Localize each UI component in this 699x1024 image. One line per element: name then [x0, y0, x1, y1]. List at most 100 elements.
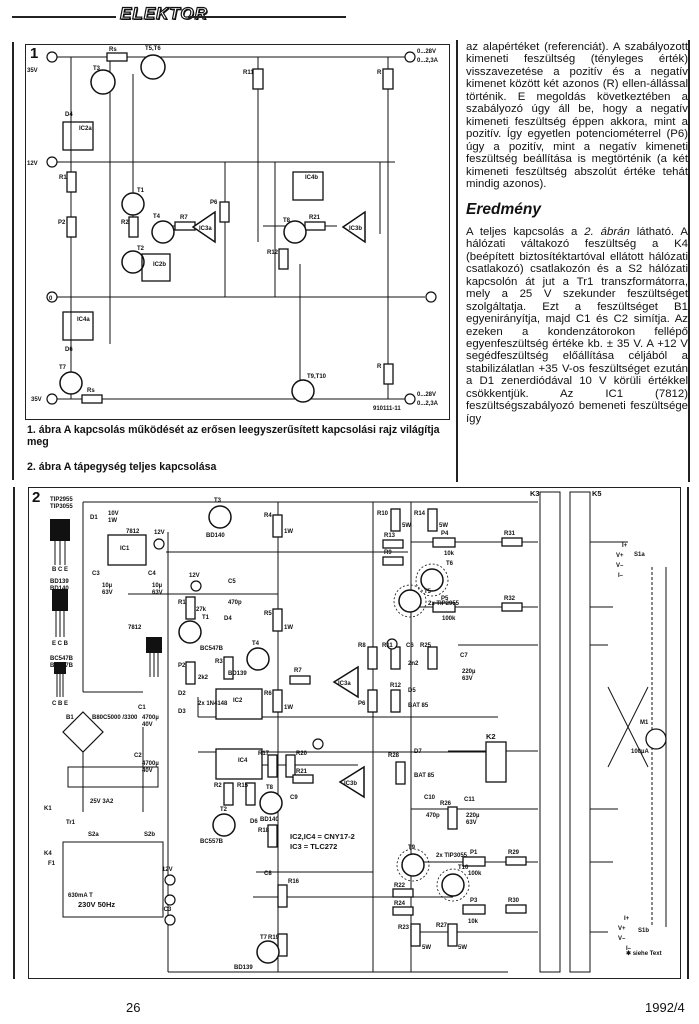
fig2-label-ic1-type: 7812 [126, 529, 140, 535]
fig2-r22 [392, 888, 414, 898]
fig2-bc-package [54, 662, 66, 674]
fig2-label-d1v: 10V [108, 511, 119, 517]
fig2-7812-package [146, 637, 162, 653]
fig2-label-r22: R22 [394, 883, 406, 889]
fig2-label-r18: R18 [258, 828, 270, 834]
fig2-label-p3v: 10k [468, 919, 479, 925]
fig2-r25 [427, 646, 438, 670]
fig2-label-r26: R26 [440, 801, 452, 807]
fig2-label-c2vv: 40V [142, 768, 153, 774]
fig2-label-c7: C7 [460, 653, 468, 659]
fig1-p6 [219, 201, 230, 223]
fig1-label-r-bot: R [377, 364, 382, 370]
right-margin-rule-2 [687, 487, 689, 979]
fig2-label-t8: T8 [266, 785, 274, 791]
fig2-label-c2: C2 [134, 753, 142, 759]
fig1-r21 [304, 221, 326, 231]
fig1-label-ic3a: IC3a [199, 226, 212, 232]
fig2-r6 [272, 689, 283, 713]
figure-reference: 2. ábrán [584, 225, 630, 238]
fig1-label-t7: T7 [59, 365, 67, 371]
fig2-label-c6: C6 [406, 643, 414, 649]
fig2-r15 [245, 782, 256, 806]
fig2-label-r11: R11 [382, 643, 393, 649]
fig2-label-r9: R9 [384, 550, 392, 556]
fig2-label-c9: C9 [290, 795, 298, 801]
fig2-label-s1b-vpos: V+ [618, 926, 626, 932]
fig2-bd-package [52, 589, 68, 611]
fig2-label-m1: M1 [640, 720, 649, 726]
fig1-r2 [128, 216, 139, 238]
fig2-label-p2v: 2k2 [198, 675, 209, 681]
fig2-label-c1: C1 [138, 705, 146, 711]
fig2-label-c11vv: 63V [466, 820, 477, 826]
right-margin-rule [688, 40, 690, 482]
fig1-label-r7: R7 [180, 215, 188, 221]
fig2-label-ic3: IC3 [162, 907, 172, 913]
fig2-r7 [289, 675, 311, 685]
right-text-rule [456, 40, 458, 482]
fig1-label-ic4b: IC4b [305, 175, 318, 181]
fig1-r-top [382, 68, 394, 90]
fig2-t9 [401, 853, 425, 877]
fig2-label-r4w: 1W [284, 529, 293, 535]
fig1-terminal-35v-neg [46, 393, 58, 405]
fig2-r20 [285, 754, 296, 778]
fig2-p4 [432, 537, 456, 548]
paragraph-2-start: A teljes kapcsolás a [466, 225, 585, 238]
fig1-terminal-out-pos [404, 51, 416, 63]
fig1-label-ic3b: IC3b [349, 226, 362, 232]
fig2-label-r21: R21 [296, 769, 308, 775]
figure-2-frame [28, 487, 681, 979]
figure-2-caption: 2. ábra A tápegység teljes kapcsolása [27, 461, 217, 473]
fig2-r26 [447, 806, 458, 830]
fig2-label-p5: P5 [441, 596, 449, 602]
fig1-label-r12: R12 [267, 250, 279, 256]
fig1-label-t8: T8 [283, 218, 291, 224]
fig2-r17 [267, 754, 278, 778]
fig2-label-r17: R17 [258, 751, 270, 757]
fig2-label-bc-b: BC557B [50, 663, 74, 669]
fig2-label-k2: K2 [486, 732, 496, 741]
fig1-label-r21: R21 [309, 215, 321, 221]
fig2-r28 [395, 761, 406, 785]
fig2-label-t9: T9 [408, 845, 416, 851]
fig2-ic3a [332, 665, 359, 699]
fig2-label-reg-package: 7812 [128, 625, 142, 631]
fig1-label-ic2a: IC2a [79, 126, 92, 132]
fig1-label-r2: R2 [121, 220, 129, 226]
fig2-label-r29: R29 [508, 850, 520, 856]
fig2-m1-meter [645, 728, 667, 750]
fig2-label-p4: P4 [441, 531, 449, 537]
article-paragraph-2: A teljes kapcsolás a 2. ábrán látható. A… [466, 226, 688, 425]
fig2-label-c1v: 4700µ [142, 715, 159, 721]
fig2-label-p1: P1 [470, 850, 478, 856]
fig2-label-t1-type: BC547B [200, 646, 224, 652]
fig2-label-bc-pins: C B E [52, 701, 68, 707]
fig2-r16 [277, 884, 288, 908]
fig2-label-tip-a: TIP2955 [50, 497, 73, 503]
fig2-label-t3-type: BD140 [206, 533, 225, 539]
fig2-label-t7: T7 [260, 935, 268, 941]
fig2-label-s1b-vneg: V– [618, 936, 626, 942]
fig2-label-c3vv: 63V [102, 590, 113, 596]
fig1-r-bot [383, 363, 394, 385]
fig1-rs-bot [81, 394, 103, 404]
fig2-label-f1: F1 [48, 861, 56, 867]
fig2-label-t5: T5 [424, 589, 432, 595]
fig1-ic4b [292, 171, 324, 201]
fig2-label-r32: R32 [504, 596, 516, 602]
fig1-label-ic4a: IC4a [77, 317, 90, 323]
fig2-label-c7vv: 63V [462, 676, 473, 682]
fig2-label-c11: C11 [464, 797, 475, 803]
fig1-t5t6 [140, 54, 166, 80]
fig2-label-d5: D5 [408, 688, 416, 694]
fig2-label-c10: C10 [424, 795, 436, 801]
left-margin-rule-2 [13, 487, 15, 979]
fig2-t7 [256, 940, 280, 964]
fig2-label-r3: R3 [215, 659, 223, 665]
fig2-label-r4: R4 [264, 513, 272, 519]
fig2-label-c11v: 220µ [466, 813, 480, 819]
fig1-label-r-top: R [377, 70, 382, 76]
fig1-label-r1: R1 [59, 175, 67, 181]
